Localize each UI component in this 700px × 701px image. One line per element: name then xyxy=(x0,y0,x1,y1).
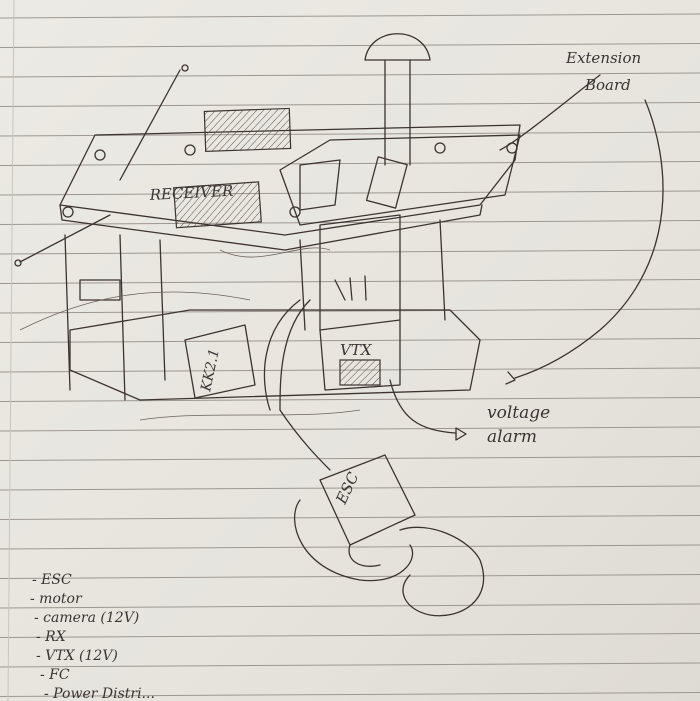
ruled-line xyxy=(0,574,700,579)
ruled-line xyxy=(0,72,700,78)
ruled-line xyxy=(0,308,700,314)
ruled-line xyxy=(0,662,700,668)
label-receiver: RECEIVER xyxy=(148,182,233,204)
parts-list: - ESC - motor - camera (12V) - RX - VTX … xyxy=(30,572,155,701)
ruled-line xyxy=(0,43,700,48)
ruled-line xyxy=(0,102,700,107)
ruled-line xyxy=(0,249,700,255)
label-board: Board xyxy=(584,76,631,94)
parts-list-item: - ESC xyxy=(32,572,72,588)
ruled-line xyxy=(0,515,700,520)
label-voltage: voltage xyxy=(487,403,550,423)
margin-edge xyxy=(7,0,15,701)
parts-list-item: - motor xyxy=(30,591,83,607)
ruled-line xyxy=(0,338,700,343)
frame-drawing xyxy=(14,33,664,617)
ruled-line xyxy=(0,603,700,609)
ruled-line xyxy=(0,161,700,166)
ruled-line xyxy=(0,456,700,461)
ruled-line xyxy=(0,397,700,402)
label-alarm: alarm xyxy=(487,427,537,447)
ruled-line xyxy=(0,190,700,196)
label-extension: Extension xyxy=(565,49,641,67)
parts-list-item: - VTX (12V) xyxy=(36,648,118,664)
ruled-line xyxy=(0,485,700,491)
parts-list-item: - RX xyxy=(36,629,67,645)
ruled-line xyxy=(0,13,700,19)
ruled-line xyxy=(0,131,700,137)
parts-list-item: - FC xyxy=(40,667,70,683)
label-vtx: VTX xyxy=(340,341,373,359)
parts-list-item: - Power Distri... xyxy=(44,686,155,701)
ruled-line xyxy=(0,633,700,638)
ruled-line xyxy=(0,220,700,225)
ruled-line xyxy=(0,426,700,432)
parts-list-item: - camera (12V) xyxy=(34,610,139,626)
ruled-line xyxy=(0,692,700,697)
